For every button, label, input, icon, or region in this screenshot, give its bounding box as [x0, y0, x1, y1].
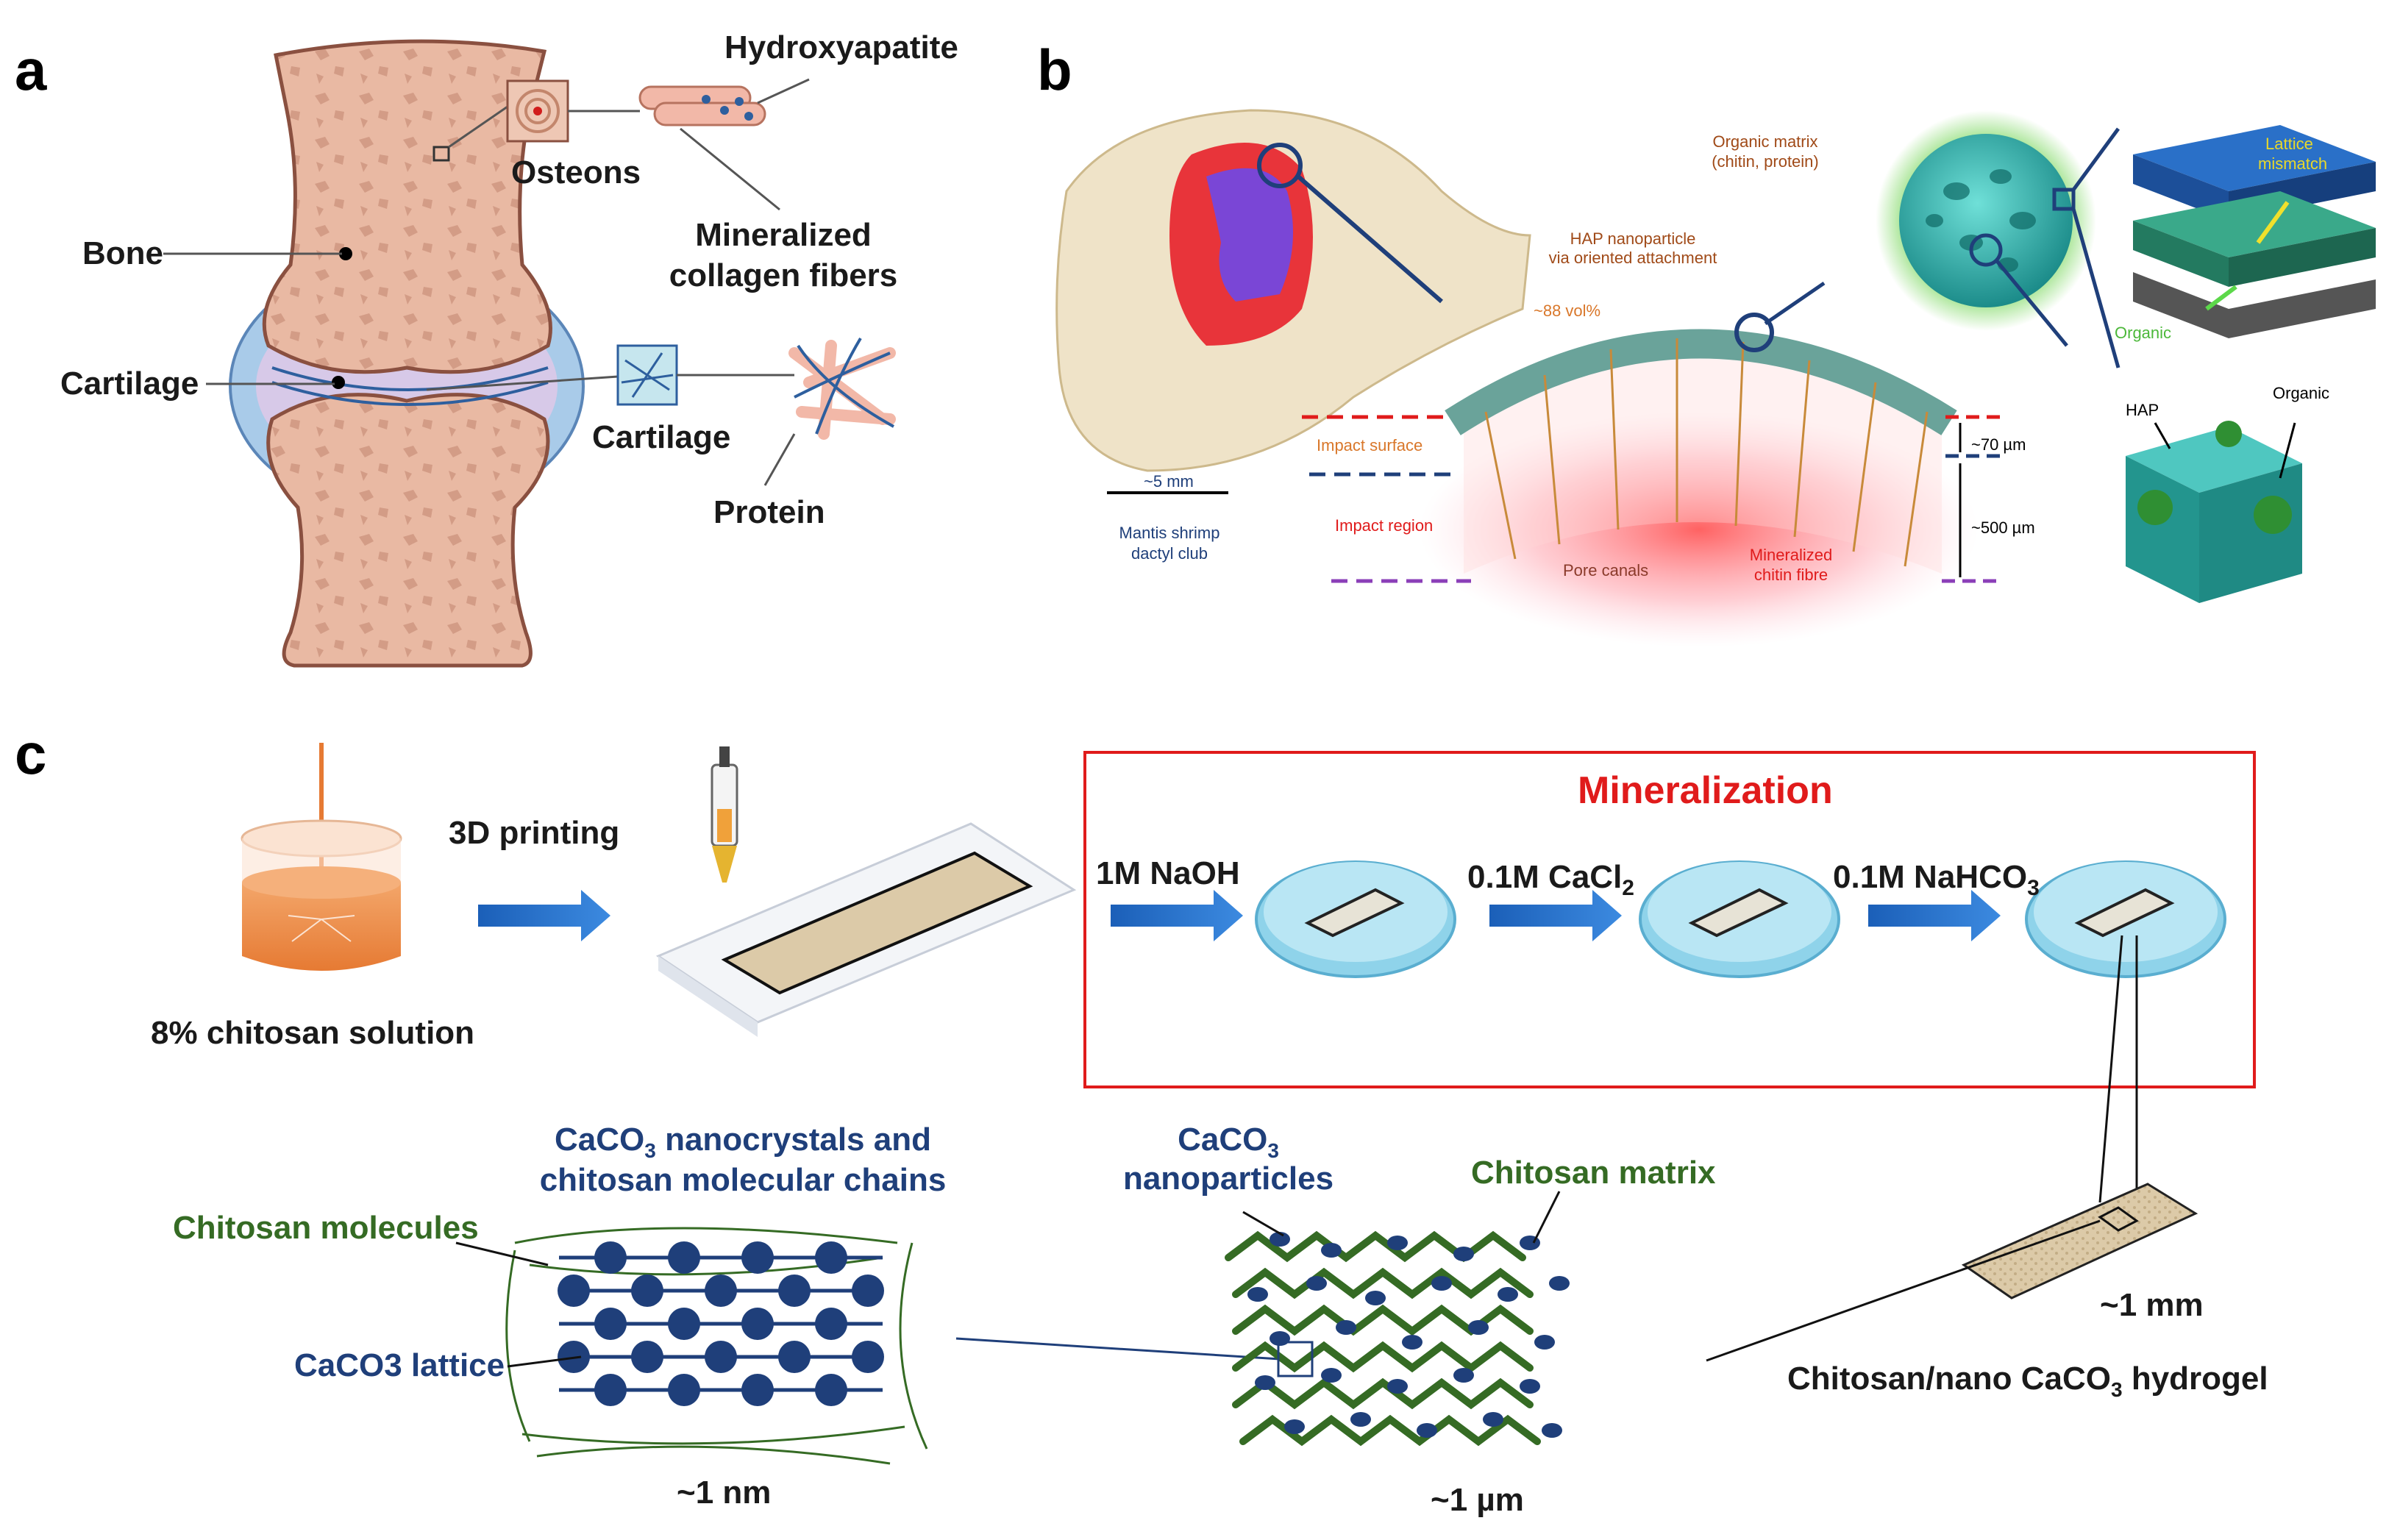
caco3-lattice-diagram: [455, 1227, 1281, 1465]
depth-70um-label: ~70 µm: [1971, 435, 2026, 454]
panel-label-c: c: [15, 721, 47, 786]
nanocrystals-title-line1: CaCO3 nanocrystals and: [515, 1122, 971, 1163]
beaker-illustration: [241, 743, 402, 971]
panel-label-b: b: [1037, 38, 1072, 102]
scale-bar-label: ~5 mm: [1144, 472, 1194, 491]
hap-nanoparticle-label-line1: HAP nanoparticle: [1570, 229, 1696, 248]
hydroxyapatite-fiber-icon: [638, 78, 810, 211]
cartilage-label-right: Cartilage: [592, 419, 731, 455]
lattice-mismatch-label-line1: Lattice: [2265, 135, 2313, 153]
hydroxyapatite-label: Hydroxyapatite: [724, 29, 958, 65]
impact-region-label: Impact region: [1335, 516, 1434, 535]
mantis-shrimp-label-line1: Mantis shrimp: [1119, 524, 1220, 542]
nanocrystals-rest-text: nanocrystals and: [655, 1122, 931, 1158]
organic-layer-label: Organic: [2115, 324, 2172, 342]
process-arrows: [478, 890, 2001, 941]
nahco3-text: 0.1M NaHCO: [1833, 859, 2028, 895]
depth-500um-label: ~500 µm: [1971, 518, 2035, 537]
impact-region-diagram: [1302, 281, 2001, 647]
cacl2-text: 0.1M CaCl: [1467, 859, 1623, 895]
vol-percent-label: ~88 vol%: [1534, 302, 1601, 320]
nahco3-label: 0.1M NaHCO3: [1833, 859, 2040, 901]
print-substrate-illustration: [655, 746, 1077, 1037]
nanoparticles-label-line1: CaCO3: [1118, 1122, 1339, 1163]
nanoparticles-label-line2: nanoparticles: [1122, 1161, 1334, 1197]
mineralization-box: [1083, 751, 2256, 1088]
osteon-icon: [506, 79, 640, 143]
impact-surface-label: Impact surface: [1317, 436, 1423, 454]
cartilage-icon: [616, 344, 794, 406]
nanocrystals-caco-text: CaCO: [555, 1122, 645, 1158]
mineralization-title: Mineralization: [1578, 769, 1833, 812]
nanoparticles-subscript: 3: [1267, 1138, 1279, 1162]
knee-joint-illustration: [163, 39, 619, 668]
nanocrystals-title-line2: chitosan molecular chains: [539, 1162, 947, 1198]
mineralized-collagen-label-line2: collagen fibers: [669, 257, 898, 293]
collagen-fibers-icon: [763, 337, 896, 486]
chitosan-matrix-diagram: [1225, 1191, 1570, 1447]
organic-cube-label: Organic: [2273, 384, 2330, 402]
cartilage-label-left: Cartilage: [60, 366, 199, 402]
hydrogel-subscript: 3: [2111, 1377, 2123, 1401]
nanoparticles-caco-text: CaCO: [1178, 1122, 1268, 1158]
hydrogel-suffix-text: hydrogel: [2122, 1361, 2268, 1397]
solution-label: 8% chitosan solution: [151, 1015, 475, 1051]
mineralized-collagen-label-line1: Mineralized: [695, 217, 872, 253]
hap-cube-label: HAP: [2126, 401, 2159, 419]
protein-label: Protein: [713, 494, 825, 530]
organic-matrix-label-line1: Organic matrix: [1712, 132, 1818, 151]
mineralized-chitin-label-line1: Mineralized: [1749, 546, 1833, 564]
mineralized-chitin-label-line2: chitin fibre: [1753, 566, 1829, 584]
nanocrystals-subscript: 3: [644, 1138, 656, 1162]
lattice-stack-illustration: [2133, 125, 2376, 338]
petri-dishes: [1255, 860, 2226, 978]
chitosan-matrix-label: Chitosan matrix: [1471, 1155, 1716, 1191]
naoh-label: 1M NaOH: [1096, 855, 1240, 891]
hydrogel-label: Chitosan/nano CaCO3 hydrogel: [1787, 1361, 2268, 1402]
lattice-mismatch-label-line2: mismatch: [2258, 154, 2328, 173]
dactyl-club-illustration: [1055, 109, 1531, 494]
hydrogel-text: Chitosan/nano CaCO: [1787, 1361, 2112, 1397]
cacl2-subscript: 2: [1622, 875, 1634, 900]
hydrogel-strip: [1706, 935, 2198, 1362]
cacl2-label: 0.1M CaCl2: [1467, 859, 1634, 901]
caco3-lattice-label: CaCO3 lattice: [294, 1347, 505, 1383]
organic-matrix-sphere: [1876, 110, 2121, 368]
osteons-label: Osteons: [511, 154, 641, 190]
hap-nanoparticle-label-line2: via oriented attachment: [1548, 249, 1717, 267]
bone-label: Bone: [82, 235, 163, 271]
hap-organic-cube: [2126, 421, 2302, 603]
nahco3-subscript: 3: [2027, 875, 2040, 900]
mantis-shrimp-label-line2: dactyl club: [1131, 544, 1208, 563]
panel-label-a: a: [15, 38, 47, 102]
printing-label: 3D printing: [449, 815, 620, 851]
mm-scale-label: ~1 mm: [2100, 1287, 2204, 1323]
chitosan-molecules-label: Chitosan molecules: [173, 1210, 479, 1246]
um-scale-label: ~1 µm: [1431, 1482, 1524, 1518]
pore-canals-label: Pore canals: [1563, 561, 1649, 580]
organic-matrix-label-line2: (chitin, protein): [1712, 152, 1819, 171]
nm-scale-label: ~1 nm: [677, 1475, 772, 1511]
